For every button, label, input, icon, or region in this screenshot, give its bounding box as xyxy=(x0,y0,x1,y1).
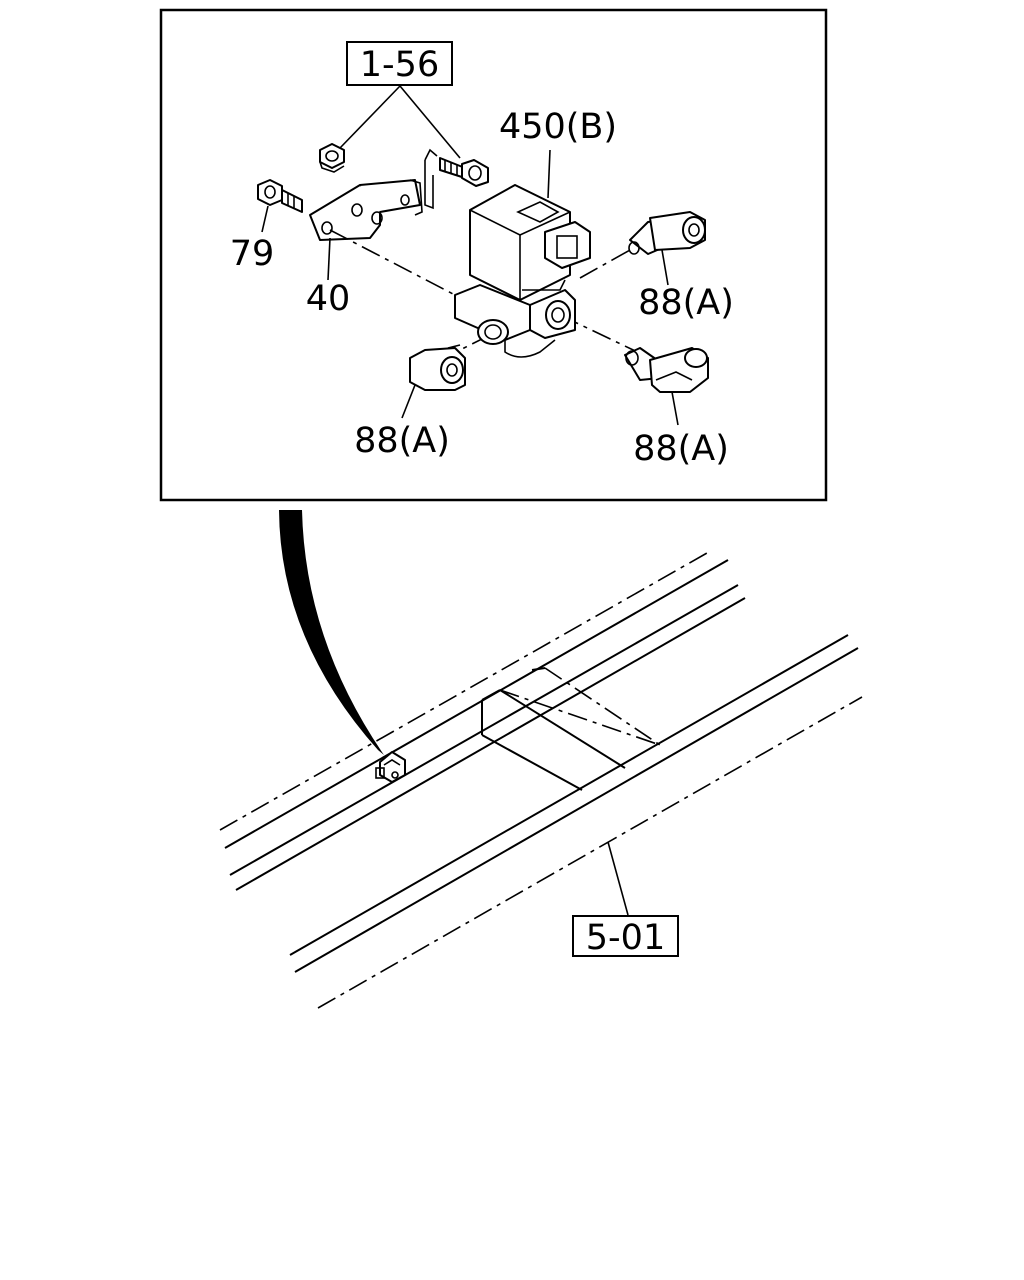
leader-40 xyxy=(327,237,331,281)
bolt-79[interactable] xyxy=(257,179,303,213)
leader-88-lower-right xyxy=(671,391,679,426)
location-pointer xyxy=(279,510,384,755)
ref-label-5-01: 5-01 xyxy=(586,918,665,958)
label-40: 40 xyxy=(306,279,351,319)
fitting-88-lower-left[interactable] xyxy=(409,344,466,391)
label-88-lower-left: 88(A) xyxy=(354,421,450,461)
bracket-40[interactable] xyxy=(309,160,434,241)
ref-label-1-56: 1-56 xyxy=(360,45,439,85)
detail-frame xyxy=(159,8,828,502)
solenoid-valve-450[interactable] xyxy=(454,184,591,358)
fitting-88-lower-right[interactable] xyxy=(624,347,709,393)
mount-bolt-upper[interactable] xyxy=(424,148,489,187)
leader-1-56 xyxy=(339,85,461,159)
label-88-lower-right: 88(A) xyxy=(633,429,729,469)
chassis-frame xyxy=(219,552,863,1009)
leader-88-lower-left xyxy=(401,384,416,419)
flange-nut[interactable] xyxy=(319,143,345,173)
leader-450 xyxy=(547,149,551,199)
ref-box-5-01[interactable]: 5-01 xyxy=(572,915,679,958)
label-450: 450(B) xyxy=(499,107,617,147)
leader-79 xyxy=(261,205,269,233)
label-88-upper-right: 88(A) xyxy=(638,283,734,323)
label-79: 79 xyxy=(230,234,275,274)
fitting-88-upper-right[interactable] xyxy=(628,211,706,255)
leader-5-01 xyxy=(607,841,629,916)
leader-88-upper-right xyxy=(661,249,669,286)
ref-box-1-56[interactable]: 1-56 xyxy=(346,41,453,86)
valve-location-marker[interactable] xyxy=(375,751,406,783)
